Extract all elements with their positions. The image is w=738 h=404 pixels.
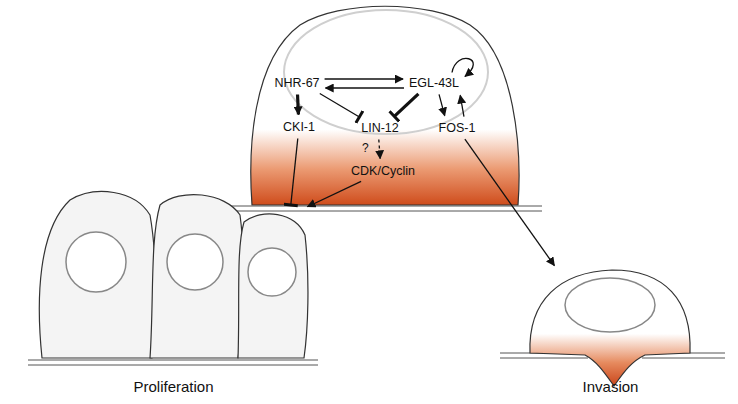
cell-body — [238, 214, 308, 358]
edge-label: ? — [362, 141, 369, 155]
gene-name: FOS-1 — [439, 121, 476, 135]
nucleus — [66, 232, 126, 292]
gene-name: CKI-1 — [283, 120, 315, 134]
basement-membrane — [28, 360, 318, 361]
outcome-label: Proliferation — [37, 378, 310, 396]
cell-group: Proliferation — [37, 208, 310, 398]
gene-name: NHR-67 — [274, 76, 319, 90]
nucleus — [284, 10, 488, 134]
nucleus — [167, 234, 223, 290]
activation-edge — [379, 139, 380, 158]
activation-edge — [460, 95, 464, 116]
inhibition-edge — [320, 94, 360, 117]
cell-group: Invasion — [528, 268, 693, 398]
basement-membrane — [642, 358, 725, 359]
gene-node: CDK/Cyclin — [348, 162, 418, 181]
basement-membrane — [28, 365, 318, 366]
basement-membrane — [228, 211, 542, 212]
activation-edge — [439, 94, 445, 115]
basement-membrane — [228, 206, 542, 207]
gene-node: NHR-67 — [271, 74, 322, 93]
activation-edge — [465, 139, 554, 265]
gene-name: CDK/Cyclin — [351, 164, 415, 178]
activation-edge — [452, 58, 473, 76]
cell-body — [39, 192, 155, 358]
gene-node: EGL-43L — [406, 74, 462, 93]
gene-node: CKI-1 — [280, 118, 318, 137]
activation-edge — [325, 78, 403, 79]
inhibition-edge — [394, 94, 418, 117]
activation-edge — [308, 181, 362, 206]
cell-body — [530, 270, 690, 386]
activation-edge — [296, 94, 300, 114]
gene-name: EGL-43L — [409, 76, 459, 90]
inhibition-edge — [291, 138, 298, 205]
gene-node: LIN-12 — [358, 119, 402, 138]
gene-node: FOS-1 — [436, 119, 479, 138]
outcome-label: Invasion — [528, 378, 693, 396]
gene-name: LIN-12 — [361, 121, 399, 135]
nucleus — [248, 248, 296, 296]
cell-body — [251, 6, 519, 205]
activation-edge — [326, 87, 404, 88]
nucleus — [565, 278, 655, 332]
cell-body — [150, 195, 244, 358]
basement-membrane — [500, 358, 588, 359]
